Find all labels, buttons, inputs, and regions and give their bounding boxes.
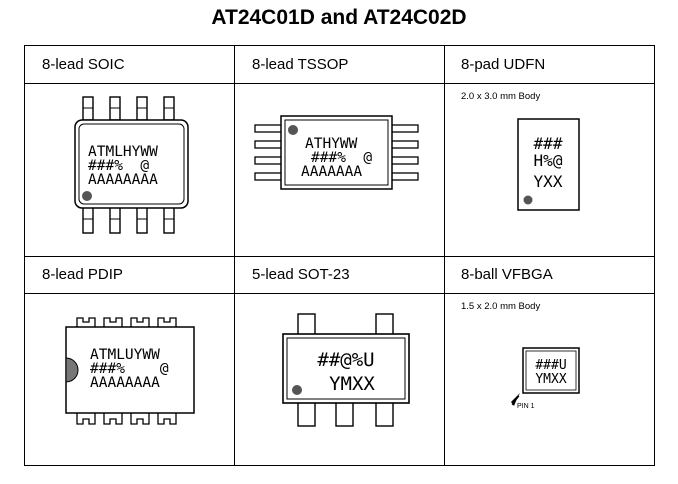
divider	[25, 293, 654, 294]
pdip-marking-line-3: AAAAAAAA	[90, 375, 160, 391]
pin1-marker-icon	[523, 195, 533, 205]
udfn-body-note: 2.0 x 3.0 mm Body	[461, 91, 541, 102]
package-name-vfbga: 8-ball VFBGA	[461, 266, 553, 283]
pdip-marking-line-1: ATMLUYWW	[90, 347, 160, 363]
udfn-marking-line-1: ###	[534, 134, 563, 153]
divider	[25, 83, 654, 84]
tssop-marking-line-1: ATHYWW	[305, 136, 358, 152]
package-name-pdip: 8-lead PDIP	[42, 266, 123, 283]
vfbga-body-note: 1.5 x 2.0 mm Body	[461, 301, 541, 312]
pin1-marker-icon	[288, 125, 298, 135]
divider	[234, 46, 235, 465]
divider	[25, 256, 654, 257]
soic-marking-line-3: AAAAAAAA	[88, 172, 158, 188]
package-marking-table: 8-lead SOIC 8-lead TSSOP 8-pad UDFN 8-le…	[24, 45, 655, 466]
pin1-label: PIN 1	[517, 403, 535, 410]
sot23-marking-line-1: ##@%U	[317, 349, 374, 371]
vfbga-marking-line-1: ###U	[535, 358, 566, 373]
pdip-marking-line-2: ###% @	[90, 361, 169, 377]
page-title: AT24C01D and AT24C02D	[211, 6, 467, 29]
package-name-tssop: 8-lead TSSOP	[252, 56, 349, 73]
notch-icon	[65, 357, 79, 383]
udfn-marking-line-2: H%@	[534, 151, 563, 170]
divider	[444, 46, 445, 465]
soic-marking-line-2: ###% @	[88, 158, 149, 174]
pin1-marker-icon	[82, 191, 92, 201]
soic-marking-line-1: ATMLHYWW	[88, 144, 158, 160]
pin1-marker-icon	[292, 385, 302, 395]
tssop-marking-line-2: ###% @	[311, 150, 372, 166]
sot23-marking-line-2: YMXX	[329, 373, 375, 395]
vfbga-marking-line-2: YMXX	[535, 372, 566, 387]
package-name-soic: 8-lead SOIC	[42, 56, 125, 73]
package-name-udfn: 8-pad UDFN	[461, 56, 546, 73]
udfn-marking-line-3: YXX	[534, 172, 563, 191]
package-name-sot23: 5-lead SOT-23	[252, 266, 350, 283]
tssop-marking-line-3: AAAAAAA	[301, 164, 362, 180]
